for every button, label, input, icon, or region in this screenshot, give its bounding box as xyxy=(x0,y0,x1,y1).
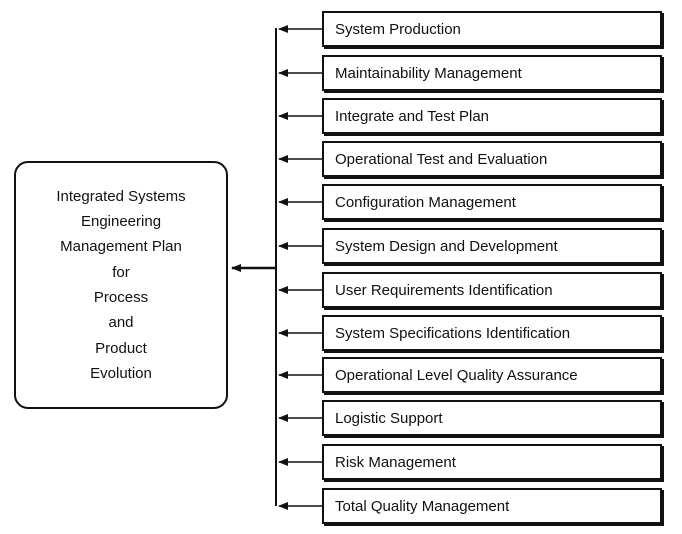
item-box-risk-management: Risk Management xyxy=(322,444,662,480)
item-box-maintainability-management: Maintainability Management xyxy=(322,55,662,91)
central-line-1: Integrated Systems xyxy=(56,187,186,205)
item-box-system-specifications-identification: System Specifications Identification xyxy=(322,315,662,351)
item-box-operational-level-quality-assurance: Operational Level Quality Assurance xyxy=(322,357,662,393)
item-label: Integrate and Test Plan xyxy=(335,107,489,125)
central-line-2: Engineering xyxy=(80,213,162,231)
item-box-configuration-management: Configuration Management xyxy=(322,184,662,220)
item-label: Operational Level Quality Assurance xyxy=(335,366,578,384)
item-label: Total Quality Management xyxy=(335,497,510,515)
central-line-3: Management Plan xyxy=(60,238,182,256)
item-box-operational-test-and-evaluation: Operational Test and Evaluation xyxy=(322,141,662,177)
item-label: Operational Test and Evaluation xyxy=(335,150,548,168)
central-line-6: and xyxy=(108,314,134,332)
item-label: System Design and Development xyxy=(335,237,558,255)
central-line-7: Product xyxy=(95,339,147,357)
central-line-4: for xyxy=(112,263,130,281)
item-box-integrate-and-test-plan: Integrate and Test Plan xyxy=(322,98,662,134)
central-line-8: Evolution xyxy=(90,364,152,382)
item-label: Logistic Support xyxy=(335,409,443,427)
item-label: System Production xyxy=(335,20,461,38)
item-box-user-requirements-identification: User Requirements Identification xyxy=(322,272,662,308)
item-label: System Specifications Identification xyxy=(335,324,571,342)
item-label: Risk Management xyxy=(335,453,456,471)
item-box-system-design-and-development: System Design and Development xyxy=(322,228,662,264)
item-box-total-quality-management: Total Quality Management xyxy=(322,488,662,524)
central-plan-box: Integrated Systems Engineering Managemen… xyxy=(14,161,228,409)
central-line-5: Process xyxy=(93,289,149,306)
item-box-logistic-support: Logistic Support xyxy=(322,400,662,436)
item-box-system-production: System Production xyxy=(322,11,662,47)
item-label: Maintainability Management xyxy=(335,64,522,82)
item-label: User Requirements Identification xyxy=(335,281,553,299)
item-label: Configuration Management xyxy=(335,193,516,211)
